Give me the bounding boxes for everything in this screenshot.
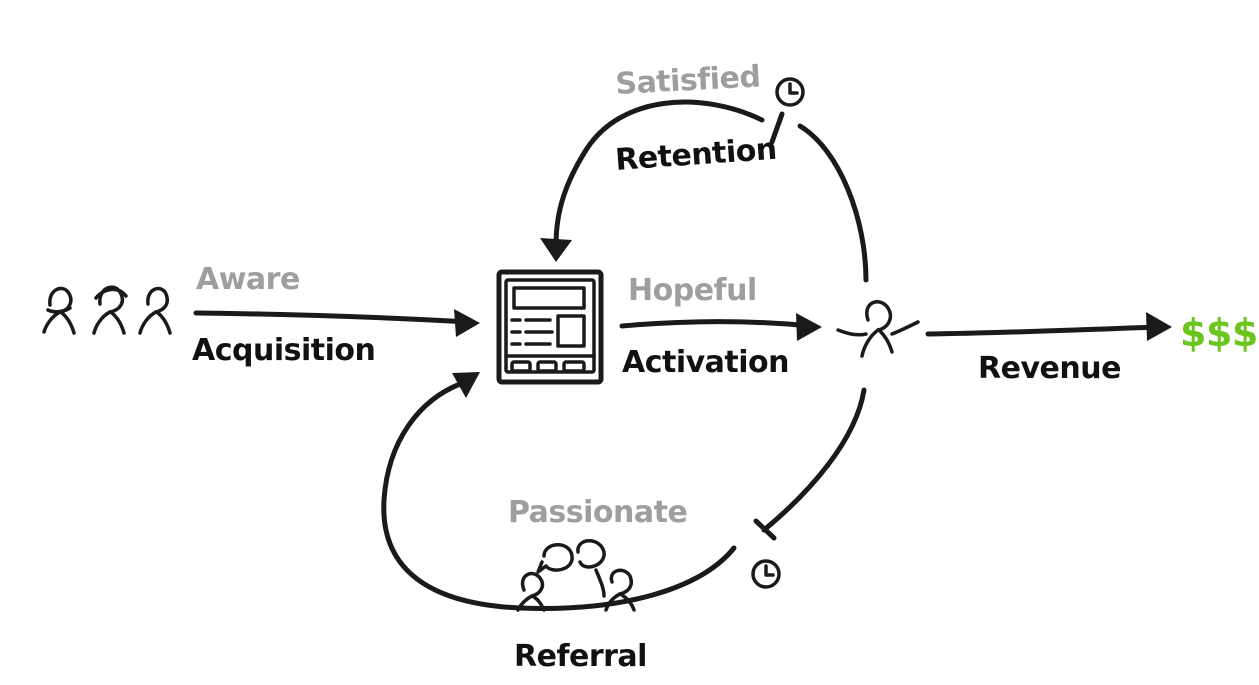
acquisition-arrow [193,310,473,325]
clock-icon [775,77,805,107]
retention-loop-arrow [797,123,869,283]
revenue-arrowhead [1146,312,1172,341]
label-money: $$$ [1180,311,1258,355]
activation-arrowhead [796,313,822,341]
clock-icon [751,559,781,589]
label-acquisition: Acquisition [192,333,375,368]
retention-arrowhead [540,238,572,262]
label-passionate: Passionate [508,495,687,530]
label-retention: Retention [614,132,778,178]
people-group-icon [42,285,172,335]
acquisition-arrowhead [454,309,480,337]
retention-loop-arrow-upper [553,99,765,248]
happy-user-icon [836,300,920,358]
referral-loop-arrow [761,387,867,533]
label-activation: Activation [622,345,789,380]
activation-arrow [619,319,813,329]
label-satisfied: Satisfied [615,59,762,102]
label-aware: Aware [196,262,300,297]
referral-delay-mark [753,518,777,541]
retention-delay-mark [769,111,785,145]
label-revenue: Revenue [978,351,1121,386]
talking-people-icon [516,539,636,612]
app-screen-icon [496,269,604,385]
label-referral: Referral [514,639,647,674]
label-hopeful: Hopeful [628,273,757,308]
referral-loop-arrow-lower [381,381,737,611]
revenue-arrow [925,324,1161,337]
referral-arrowhead [452,372,480,398]
